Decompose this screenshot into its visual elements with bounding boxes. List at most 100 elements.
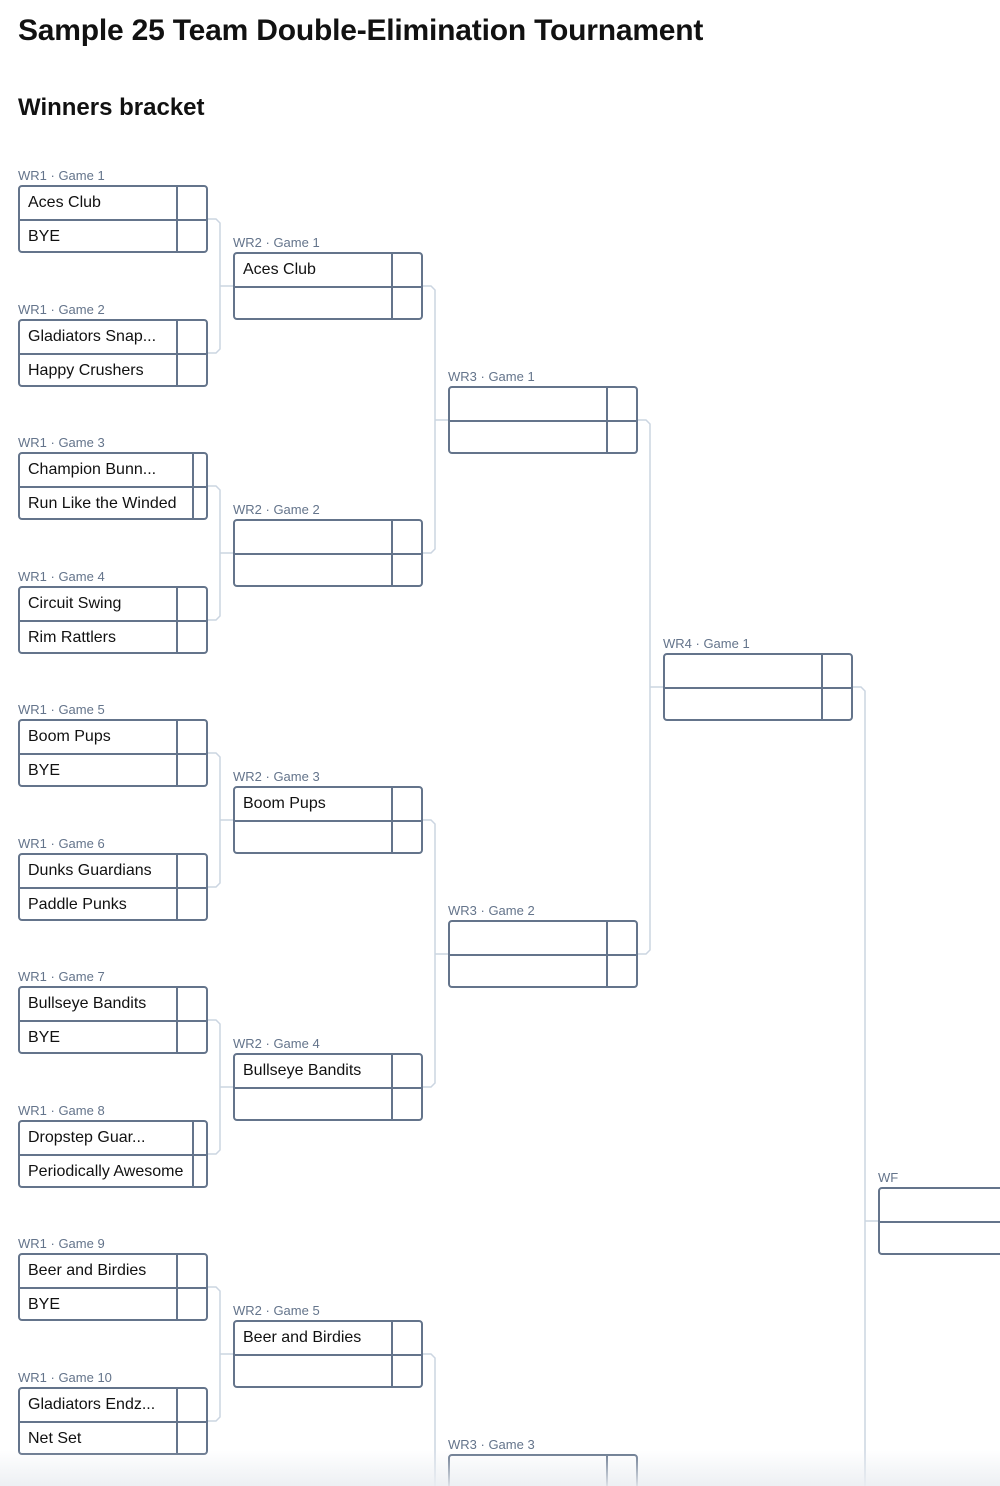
match-box[interactable]: Bullseye Bandits [233, 1053, 423, 1121]
match-box[interactable] [448, 386, 638, 454]
score-cell[interactable] [176, 221, 206, 251]
score-cell[interactable] [391, 1089, 421, 1119]
match-box[interactable]: Boom Pups [233, 786, 423, 854]
team-slot[interactable] [450, 922, 636, 954]
team-slot[interactable] [450, 420, 636, 452]
score-cell[interactable] [391, 1322, 421, 1354]
team-slot[interactable] [235, 521, 421, 553]
score-cell[interactable] [176, 355, 206, 385]
team-slot[interactable] [880, 1189, 1000, 1221]
score-cell[interactable] [176, 1255, 206, 1287]
match-box[interactable]: Beer and Birdies [233, 1320, 423, 1388]
team-slot[interactable]: Net Set [20, 1421, 206, 1453]
team-slot[interactable] [665, 655, 851, 687]
match-wr4g1[interactable]: WR4 · Game 1 [663, 635, 853, 721]
score-cell[interactable] [391, 288, 421, 318]
score-cell[interactable] [192, 1122, 206, 1154]
score-cell[interactable] [176, 988, 206, 1020]
score-cell[interactable] [176, 1423, 206, 1453]
score-cell[interactable] [821, 655, 851, 687]
team-slot[interactable]: Aces Club [235, 254, 421, 286]
score-cell[interactable] [176, 755, 206, 785]
team-slot[interactable] [235, 820, 421, 852]
match-box[interactable] [233, 519, 423, 587]
team-slot[interactable]: Paddle Punks [20, 887, 206, 919]
match-box[interactable] [448, 920, 638, 988]
score-cell[interactable] [391, 1356, 421, 1386]
team-slot[interactable]: Run Like the Winded [20, 486, 206, 518]
score-cell[interactable] [391, 254, 421, 286]
score-cell[interactable] [391, 822, 421, 852]
score-cell[interactable] [176, 321, 206, 353]
team-slot[interactable]: Gladiators Snap... [20, 321, 206, 353]
score-cell[interactable] [192, 488, 206, 518]
team-slot[interactable]: Rim Rattlers [20, 620, 206, 652]
score-cell[interactable] [391, 555, 421, 585]
match-box[interactable] [878, 1187, 1000, 1255]
team-slot[interactable]: Circuit Swing [20, 588, 206, 620]
score-cell[interactable] [176, 187, 206, 219]
team-slot[interactable]: Happy Crushers [20, 353, 206, 385]
match-box[interactable]: Gladiators Endz...Net Set [18, 1387, 208, 1455]
team-slot[interactable] [450, 954, 636, 986]
score-cell[interactable] [176, 1389, 206, 1421]
team-slot[interactable]: Gladiators Endz... [20, 1389, 206, 1421]
match-box[interactable]: Gladiators Snap...Happy Crushers [18, 319, 208, 387]
match-box[interactable]: Dropstep Guar...Periodically Awesome [18, 1120, 208, 1188]
score-cell[interactable] [821, 689, 851, 719]
score-cell[interactable] [192, 454, 206, 486]
score-cell[interactable] [391, 788, 421, 820]
team-slot[interactable]: BYE [20, 753, 206, 785]
score-cell[interactable] [176, 1022, 206, 1052]
team-slot[interactable] [235, 1087, 421, 1119]
team-slot[interactable]: Boom Pups [235, 788, 421, 820]
score-cell[interactable] [606, 956, 636, 986]
match-wr3g2[interactable]: WR3 · Game 2 [448, 902, 638, 988]
team-slot[interactable]: Champion Bunn... [20, 454, 206, 486]
match-box[interactable] [663, 653, 853, 721]
team-slot[interactable] [450, 388, 636, 420]
score-cell[interactable] [391, 521, 421, 553]
team-slot[interactable] [235, 553, 421, 585]
score-cell[interactable] [176, 622, 206, 652]
team-slot[interactable]: BYE [20, 1287, 206, 1319]
score-cell[interactable] [192, 1156, 206, 1186]
score-cell[interactable] [606, 922, 636, 954]
team-slot[interactable]: Bullseye Bandits [235, 1055, 421, 1087]
team-slot[interactable] [235, 286, 421, 318]
team-slot[interactable]: Aces Club [20, 187, 206, 219]
team-slot[interactable]: BYE [20, 219, 206, 251]
team-slot[interactable]: BYE [20, 1020, 206, 1052]
team-slot[interactable]: Boom Pups [20, 721, 206, 753]
match-wr3g1[interactable]: WR3 · Game 1 [448, 368, 638, 454]
score-cell[interactable] [176, 588, 206, 620]
score-cell[interactable] [391, 1055, 421, 1087]
team-slot[interactable]: Periodically Awesome [20, 1154, 206, 1186]
team-slot[interactable] [235, 1354, 421, 1386]
match-wr2g2[interactable]: WR2 · Game 2 [233, 501, 423, 587]
score-cell[interactable] [176, 721, 206, 753]
team-slot[interactable]: Bullseye Bandits [20, 988, 206, 1020]
team-slot[interactable]: Beer and Birdies [235, 1322, 421, 1354]
team-slot[interactable] [665, 687, 851, 719]
score-cell[interactable] [176, 855, 206, 887]
team-slot[interactable]: Beer and Birdies [20, 1255, 206, 1287]
team-slot[interactable]: Dropstep Guar... [20, 1122, 206, 1154]
score-cell[interactable] [606, 388, 636, 420]
